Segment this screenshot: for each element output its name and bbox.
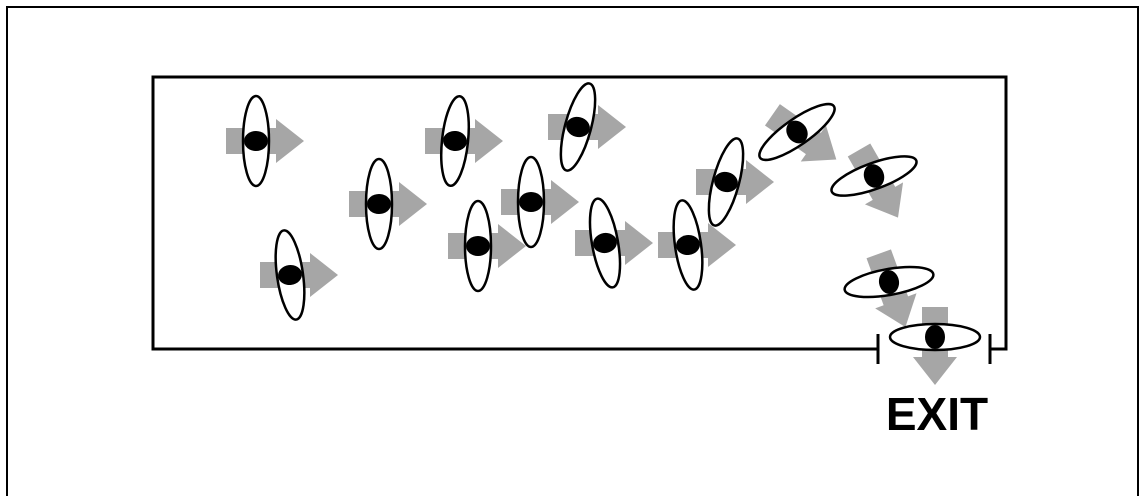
exit-label: EXIT: [886, 388, 988, 440]
agent: [888, 307, 982, 385]
agent: [548, 82, 626, 172]
agent-eye-icon: [443, 130, 467, 152]
agent: [448, 199, 526, 293]
agent-eye-icon: [593, 232, 617, 254]
agent: [226, 94, 304, 188]
room-walls: [151, 75, 1008, 364]
agent: [260, 229, 338, 321]
agent-eye-icon: [244, 131, 268, 151]
room-wall: [151, 75, 1008, 351]
agent-eye-icon: [519, 192, 543, 212]
agent: [658, 199, 736, 291]
agent: [758, 102, 837, 162]
agent-eye-icon: [278, 264, 302, 286]
agent-eye-icon: [786, 120, 808, 144]
agent: [830, 143, 918, 218]
agent-eye-icon: [878, 270, 900, 294]
agent-eye-icon: [676, 234, 700, 256]
agent-eye-icon: [367, 194, 391, 214]
agent-eye-icon: [466, 236, 490, 256]
agent: [575, 197, 653, 289]
agent-eye-icon: [566, 116, 590, 138]
agent-eye-icon: [863, 164, 885, 188]
agent: [425, 94, 503, 188]
agent: [501, 155, 579, 249]
agent: [696, 137, 774, 227]
agent-eye-icon: [925, 325, 945, 349]
agents-layer: [226, 82, 982, 385]
agent: [349, 157, 427, 251]
agent: [843, 249, 935, 328]
agent-eye-icon: [714, 171, 738, 193]
figure-frame: [6, 6, 1139, 496]
